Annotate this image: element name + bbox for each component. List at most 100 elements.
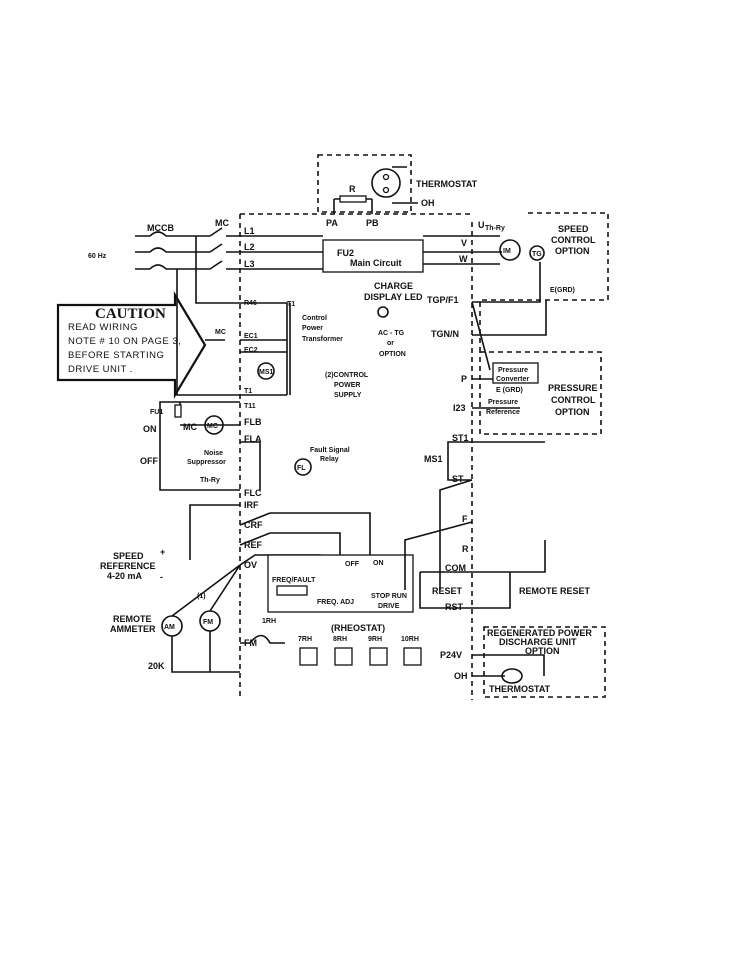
diagram-label: FREQ/FAULT: [272, 577, 316, 584]
diagram-label: MS1: [259, 369, 274, 376]
diagram-label: DISCHARGE UNIT: [499, 637, 577, 647]
diagram-label: MS1: [424, 454, 443, 464]
diagram-label: E (GRD): [496, 387, 523, 394]
diagram-label: EC2: [244, 347, 258, 354]
diagram-label: OH: [421, 198, 435, 208]
diagram-label: L2: [244, 242, 255, 252]
diagram-label: MC: [207, 423, 218, 430]
diagram-label: L3: [244, 259, 255, 269]
bus-lines: [239, 213, 473, 700]
diagram-label: ON: [373, 560, 384, 567]
diagram-label: TGN/N: [431, 329, 459, 339]
diagram-label: IRF: [244, 500, 259, 510]
diagram-label: SPEED: [558, 224, 589, 234]
diagram-label: R: [349, 184, 356, 194]
diagram-label: CAUTION: [95, 306, 166, 322]
resistor-r: [339, 195, 367, 203]
diagram-label: FREQ. ADJ: [317, 599, 354, 606]
diagram-label: OPTION: [555, 407, 590, 417]
diagram-label: POWER: [334, 382, 360, 389]
diagram-label: THERMOSTAT: [416, 179, 478, 189]
diagram-label: AC - TG: [378, 330, 405, 337]
diagram-label: Power: [302, 325, 323, 332]
diagram-label: (2)CONTROL: [325, 372, 369, 379]
caution-box: CAUTION READ WIRING NOTE # 10 ON PAGE 3,…: [56, 291, 207, 399]
diagram-label: FU2: [337, 248, 354, 258]
diagram-label: CRF: [244, 520, 263, 530]
diagram-label: REFERENCE: [100, 561, 156, 571]
diagram-label: OV: [244, 560, 257, 570]
diagram-label: Th-Ry: [485, 225, 505, 232]
diagram-label: IM: [503, 248, 511, 255]
diagram-label: DRIVE UNIT .: [68, 364, 133, 375]
diagram-label: DISPLAY LED: [364, 292, 423, 302]
diagram-label: RESET: [432, 586, 463, 596]
option-terminals: UVW Th-Ry IM TG E(GRD) SPEEDCONTROLOPTIO…: [378, 212, 609, 435]
diagram-label: FL: [297, 465, 306, 472]
diagram-label: REGENERATED POWER: [487, 628, 592, 638]
diagram-label: AMMETER: [110, 624, 156, 634]
diagram-label: ON: [143, 424, 157, 434]
operator-panel: FREQ/FAULT OFF ON FREQ. ADJ STOP RUN DRIVE: [267, 554, 414, 613]
diagram-label: TGP/F1: [427, 295, 459, 305]
diagram-label: Th-Ry: [200, 477, 220, 484]
diagram-label: U: [478, 220, 485, 230]
diagram-label: DRIVE: [378, 603, 400, 610]
diagram-label: COM: [445, 563, 466, 573]
diagram-label: REMOTE RESET: [519, 586, 591, 596]
diagram-label: F: [462, 514, 468, 524]
diagram-label: Relay: [320, 456, 339, 463]
diagram-label: 60 Hz: [88, 253, 107, 260]
diagram-label: RST: [445, 602, 464, 612]
diagram-label: MC: [215, 329, 226, 336]
diagram-label: Pressure: [498, 367, 528, 374]
diagram-label: OPTION: [379, 351, 406, 358]
diagram-label: P: [461, 374, 467, 384]
diagram-label: FM: [203, 619, 213, 626]
diagram-label: REMOTE: [113, 614, 152, 624]
diagram-label: ST1: [452, 433, 469, 443]
diagram-label: MC: [183, 422, 197, 432]
diagram-label: OFF: [345, 561, 360, 568]
diagram-label: T1: [287, 301, 295, 308]
charge-led-icon: [377, 306, 389, 318]
freq-display: [276, 585, 308, 596]
diagram-label: FLB: [244, 417, 262, 427]
diagram-label: AM: [164, 624, 175, 631]
diagram-label: L1: [244, 226, 255, 236]
diagram-label: SUPPLY: [334, 392, 362, 399]
diagram-label: EC1: [244, 333, 258, 340]
diagram-label: R: [462, 544, 469, 554]
diagram-label: THERMOSTAT: [489, 684, 551, 694]
diagram-label: P24V: [440, 650, 462, 660]
diagram-label: PB: [366, 218, 379, 228]
diagram-label: 10RH: [401, 636, 419, 643]
diagram-label: Pressure: [488, 399, 518, 406]
diagram-label: NOTE # 10 ON PAGE 3,: [68, 336, 181, 347]
diagram-label: +: [160, 547, 165, 557]
diagram-label: Noise: [204, 450, 223, 457]
diagram-label: V: [461, 238, 467, 248]
diagram-label: (1): [197, 593, 206, 600]
diagram-label: Control: [302, 315, 327, 322]
diagram-label: or: [387, 340, 394, 347]
diagram-label: TG: [532, 251, 542, 258]
main-circuit-box: [322, 239, 424, 273]
diagram-label: OPTION: [555, 246, 590, 256]
diagram-label: STOP RUN: [371, 593, 407, 600]
diagram-label: ST: [452, 474, 464, 484]
diagram-label: BEFORE STARTING: [68, 350, 164, 361]
diagram-label: OH: [454, 671, 468, 681]
diagram-label: Suppressor: [187, 459, 226, 466]
diagram-label: READ WIRING: [68, 322, 138, 333]
diagram-label: SPEED: [113, 551, 144, 561]
diagram-label: Converter: [496, 376, 529, 383]
diagram-label: CONTROL: [551, 235, 596, 245]
